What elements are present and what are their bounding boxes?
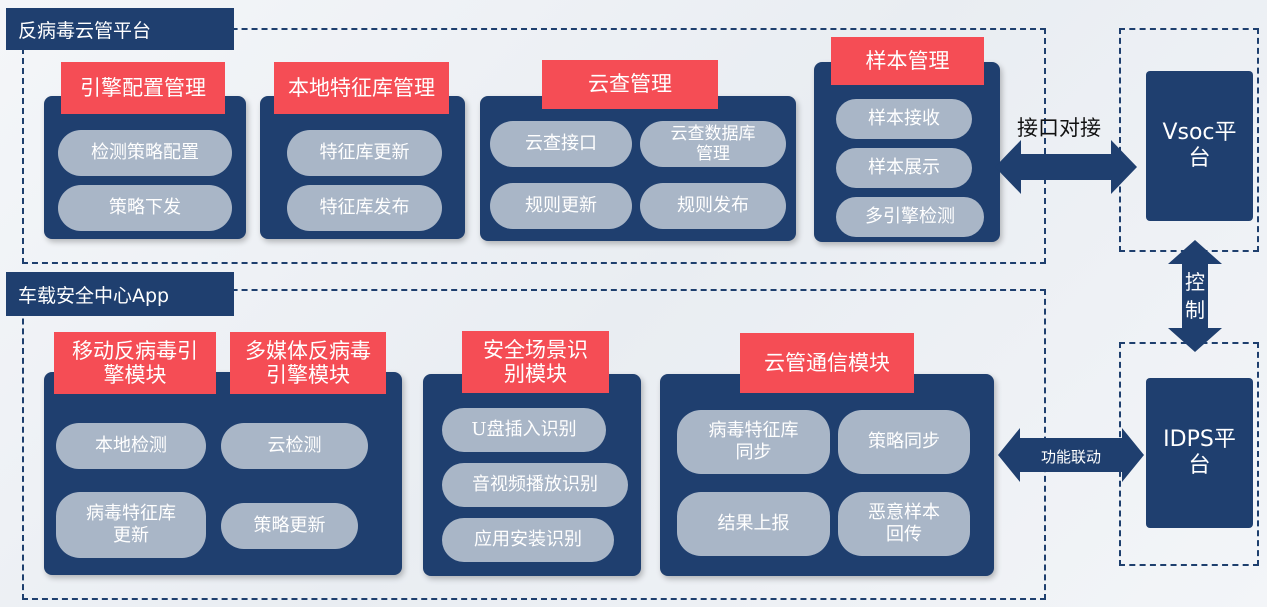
pill-policy-dispatch: 策略下发 — [58, 185, 232, 231]
pill-signature-publish: 特征库发布 — [287, 185, 442, 231]
pill-multi-engine-detect: 多引擎检测 — [836, 197, 984, 237]
vsoc-platform: Vsoc平 台 — [1146, 71, 1253, 221]
pill-policy-update: 策略更新 — [221, 503, 358, 549]
cloud-platform-region — [22, 28, 1046, 264]
local-signature-title: 本地特征库管理 — [274, 62, 449, 114]
pill-usb-insert-detect: U盘插入识别 — [442, 408, 606, 452]
interface-arrow — [995, 140, 1137, 194]
control-label: 控 制 — [1185, 270, 1205, 322]
pill-app-install-detect: 应用安装识别 — [442, 518, 614, 562]
pill-virus-signature-sync: 病毒特征库 同步 — [677, 410, 830, 474]
pill-cloud-query-db-mgmt: 云查数据库 管理 — [640, 121, 786, 167]
cloud-platform-label: 反病毒云管平台 — [6, 8, 234, 50]
security-scenario-title: 安全场景识 别模块 — [462, 331, 609, 393]
multimedia-antivirus-engine-title: 多媒体反病毒 引擎模块 — [230, 332, 386, 394]
pill-malicious-sample-upload: 恶意样本 回传 — [838, 492, 970, 556]
mobile-antivirus-engine-title: 移动反病毒引 擎模块 — [54, 332, 216, 394]
pill-signature-update: 特征库更新 — [287, 130, 442, 176]
pill-cloud-detection: 云检测 — [221, 423, 368, 469]
pill-local-detection: 本地检测 — [56, 423, 206, 469]
sample-mgmt-title: 样本管理 — [831, 37, 984, 85]
idps-platform: IDPS平 台 — [1146, 378, 1253, 528]
pill-policy-sync: 策略同步 — [838, 410, 970, 474]
pill-av-playback-detect: 音视频播放识别 — [442, 463, 628, 507]
pill-detection-policy-config: 检测策略配置 — [58, 130, 232, 176]
pill-cloud-query-interface: 云查接口 — [490, 121, 632, 167]
linkage-label: 功能联动 — [1040, 448, 1101, 466]
app-label: 车载安全中心App — [6, 272, 234, 316]
engine-config-title: 引擎配置管理 — [61, 62, 225, 114]
interface-label: 接口对接 — [1017, 116, 1101, 140]
linkage-arrow — [998, 428, 1144, 482]
pill-rule-update: 规则更新 — [490, 183, 632, 229]
control-arrow — [1168, 240, 1222, 352]
pill-sample-display: 样本展示 — [836, 148, 972, 188]
cloud-query-title: 云查管理 — [542, 60, 718, 109]
cloud-comm-title: 云管通信模块 — [740, 333, 914, 393]
pill-rule-publish: 规则发布 — [640, 183, 786, 229]
pill-sample-receive: 样本接收 — [836, 99, 972, 139]
pill-virus-signature-update: 病毒特征库 更新 — [56, 492, 206, 558]
pill-result-report: 结果上报 — [677, 492, 830, 556]
